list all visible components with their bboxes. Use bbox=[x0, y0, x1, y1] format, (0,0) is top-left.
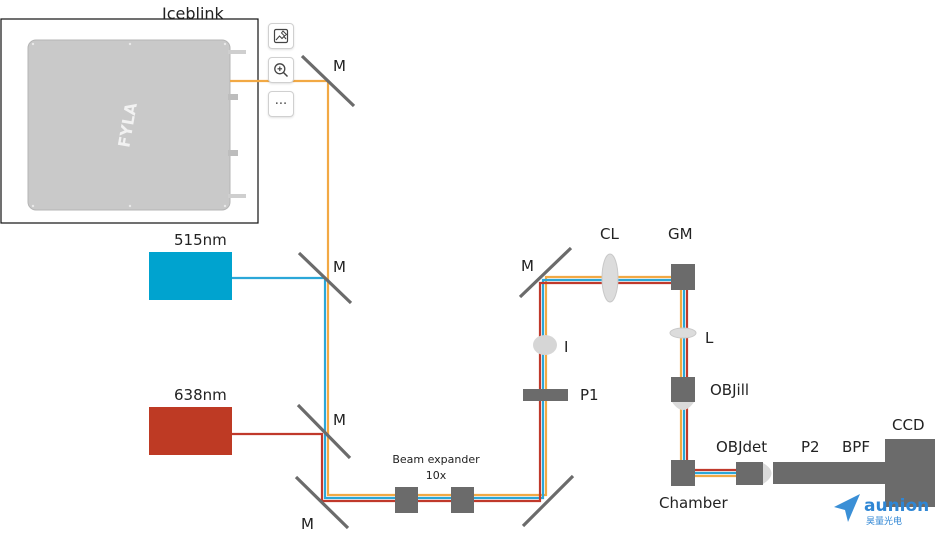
image-edit-icon bbox=[273, 28, 289, 44]
aunion-logo-icon bbox=[834, 494, 860, 522]
objective-detection-tip bbox=[763, 463, 772, 484]
objective-illumination-tip bbox=[672, 402, 694, 410]
chamber-label: Chamber bbox=[659, 494, 729, 512]
polarizer-p1-label: P1 bbox=[580, 386, 599, 404]
objective-detection-label: OBJdet bbox=[716, 438, 767, 456]
mirrors bbox=[294, 54, 575, 530]
image-edit-button[interactable] bbox=[268, 23, 294, 49]
mirror-3-label: M bbox=[333, 411, 346, 429]
ccd-camera bbox=[885, 439, 935, 507]
bandpass-filter-label: BPF bbox=[842, 438, 870, 456]
objective-illumination-label: OBJill bbox=[710, 381, 749, 399]
more-options-button[interactable]: ··· bbox=[268, 91, 294, 117]
objective-illumination bbox=[671, 377, 695, 402]
mirror-5-label: M bbox=[521, 257, 534, 275]
laser-515nm bbox=[149, 252, 232, 300]
beam-expander-lens-1 bbox=[395, 487, 418, 513]
detection-tube bbox=[773, 462, 891, 484]
mirror-1 bbox=[300, 54, 356, 108]
lens-l bbox=[669, 327, 697, 339]
chamber bbox=[671, 460, 695, 486]
iris-label: I bbox=[564, 338, 568, 356]
laser-515nm-label: 515nm bbox=[174, 231, 227, 249]
mirror-6 bbox=[521, 474, 575, 528]
mirror-2-label: M bbox=[333, 258, 346, 276]
cylindrical-lens bbox=[601, 253, 619, 303]
laser-638nm-label: 638nm bbox=[174, 386, 227, 404]
mirror-3 bbox=[296, 403, 352, 460]
iris bbox=[533, 335, 557, 355]
mirror-5 bbox=[518, 246, 573, 299]
image-toolbar: ··· bbox=[268, 23, 296, 125]
aunion-watermark: aunion 昊量光电 bbox=[834, 494, 929, 527]
iceblink-laser-device: FYLA bbox=[27, 39, 246, 211]
iceblink-frame[interactable] bbox=[0, 18, 259, 224]
galvo-mirror-label: GM bbox=[668, 225, 693, 243]
watermark-subtitle: 昊量光电 bbox=[866, 515, 902, 527]
polarizer-p2-label: P2 bbox=[801, 438, 820, 456]
mirror-1-label: M bbox=[333, 57, 346, 75]
lens-l-label: L bbox=[705, 329, 714, 347]
more-icon: ··· bbox=[274, 96, 288, 112]
watermark-brand: aunion bbox=[864, 496, 929, 516]
galvo-mirror bbox=[671, 264, 695, 290]
zoom-in-button[interactable] bbox=[268, 57, 294, 83]
beam-expander-lens-2 bbox=[451, 487, 474, 513]
beam-expander-label: Beam expander bbox=[392, 453, 480, 466]
mirror-2 bbox=[297, 251, 353, 305]
mirror-4-label: M bbox=[301, 515, 314, 533]
polarizer-p1 bbox=[523, 389, 568, 401]
cylindrical-lens-label: CL bbox=[600, 225, 619, 243]
zoom-in-icon bbox=[274, 63, 289, 78]
ccd-camera-label: CCD bbox=[892, 416, 925, 434]
iceblink-label: Iceblink bbox=[162, 4, 225, 23]
beam-expander-mag-label: 10x bbox=[426, 469, 447, 482]
objective-detection bbox=[736, 462, 763, 485]
laser-638nm bbox=[149, 407, 232, 455]
mirror-4 bbox=[294, 475, 350, 530]
